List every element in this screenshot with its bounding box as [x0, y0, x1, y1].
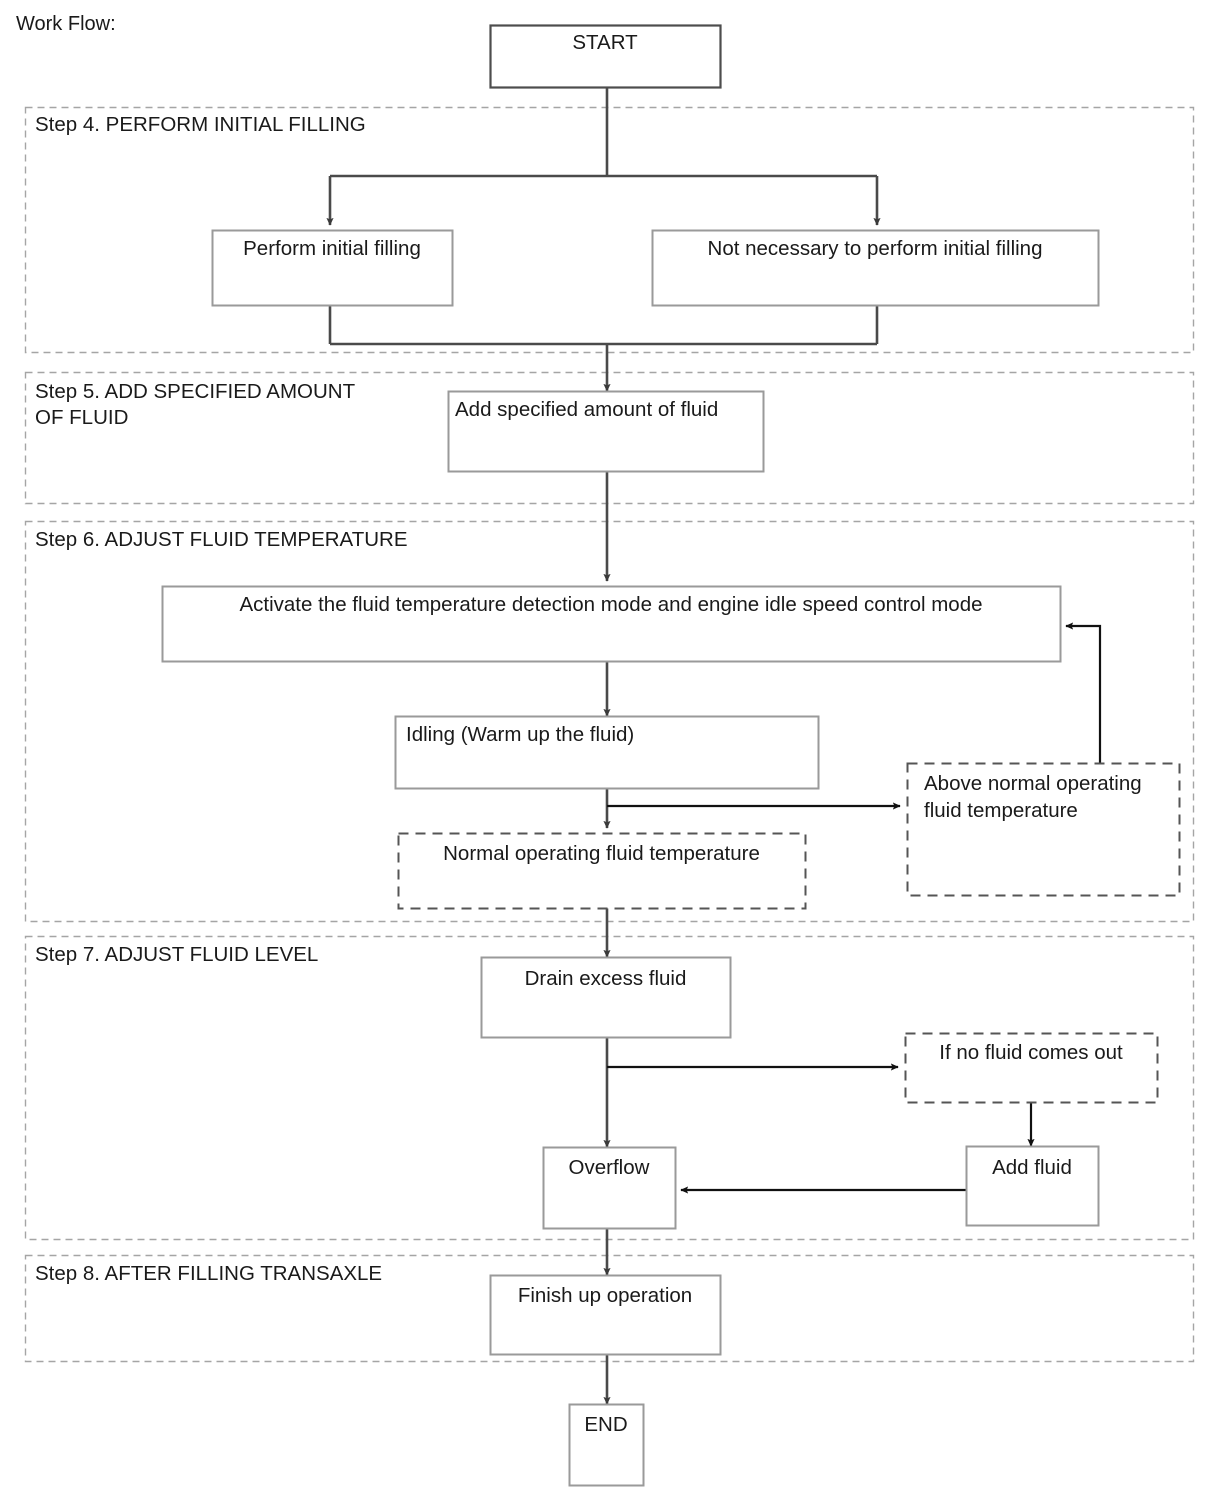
node-if-no-fluid-box[interactable]	[904, 1032, 1159, 1104]
node-label-normal-temp: Normal operating fluid temperature	[443, 842, 760, 865]
node-label-if-no-fluid: If no fluid comes out	[939, 1041, 1123, 1064]
step-label-step7: Step 7. ADJUST FLUID LEVEL	[35, 943, 319, 966]
step-container-step5	[24, 371, 1195, 505]
edge-abovenormal-activate	[1065, 622, 1102, 763]
node-activate-modes-box[interactable]	[161, 585, 1062, 663]
step-label-step5-line2: OF FLUID	[35, 406, 129, 429]
node-above-normal-temp-box[interactable]	[906, 762, 1181, 897]
node-label-overflow: Overflow	[568, 1156, 650, 1179]
node-label-add-fluid: Add fluid	[992, 1156, 1072, 1179]
diagram-title: Work Flow:	[16, 13, 116, 35]
node-label-above-normal-temp-line2: fluid temperature	[924, 799, 1078, 822]
node-label-start: START	[572, 31, 638, 54]
connector-group-branch	[607, 622, 1102, 1194]
node-start-box[interactable]	[489, 24, 722, 89]
node-idling-box[interactable]	[394, 715, 820, 790]
node-box-group	[161, 24, 1181, 1487]
node-label-perform-initial-filling: Perform initial filling	[243, 237, 421, 260]
node-overflow-box[interactable]	[542, 1146, 677, 1230]
node-label-add-specified: Add specified amount of fluid	[455, 398, 719, 421]
node-end-box[interactable]	[568, 1403, 645, 1487]
step-label-step8: Step 8. AFTER FILLING TRANSAXLE	[35, 1262, 383, 1285]
node-drain-excess-box[interactable]	[480, 956, 732, 1039]
node-finish-up-box[interactable]	[489, 1274, 722, 1356]
node-add-fluid-box[interactable]	[965, 1145, 1100, 1227]
node-label-not-necessary: Not necessary to perform initial filling	[707, 237, 1043, 260]
connector-group-main	[326, 88, 881, 1405]
node-add-specified-box[interactable]	[447, 390, 765, 473]
step-label-step4: Step 4. PERFORM INITIAL FILLING	[35, 113, 366, 136]
node-label-idling: Idling (Warm up the fluid)	[406, 723, 635, 746]
node-label-drain-excess: Drain excess fluid	[524, 967, 687, 990]
node-label-finish-up: Finish up operation	[517, 1284, 693, 1307]
step-label-step5-line1: Step 5. ADD SPECIFIED AMOUNT	[35, 380, 356, 403]
node-not-necessary-box[interactable]	[651, 229, 1100, 307]
node-label-above-normal-temp-line1: Above normal operating	[924, 772, 1142, 795]
node-normal-temp-box[interactable]	[397, 832, 807, 910]
step-container-step4	[24, 106, 1195, 354]
step-label-step6: Step 6. ADJUST FLUID TEMPERATURE	[35, 528, 408, 551]
step-container-step6	[24, 520, 1195, 923]
node-perform-initial-filling-box[interactable]	[211, 229, 454, 307]
node-label-activate-modes: Activate the fluid temperature detection…	[239, 593, 983, 616]
step-container-step7	[24, 935, 1195, 1241]
node-label-end: END	[584, 1413, 628, 1436]
